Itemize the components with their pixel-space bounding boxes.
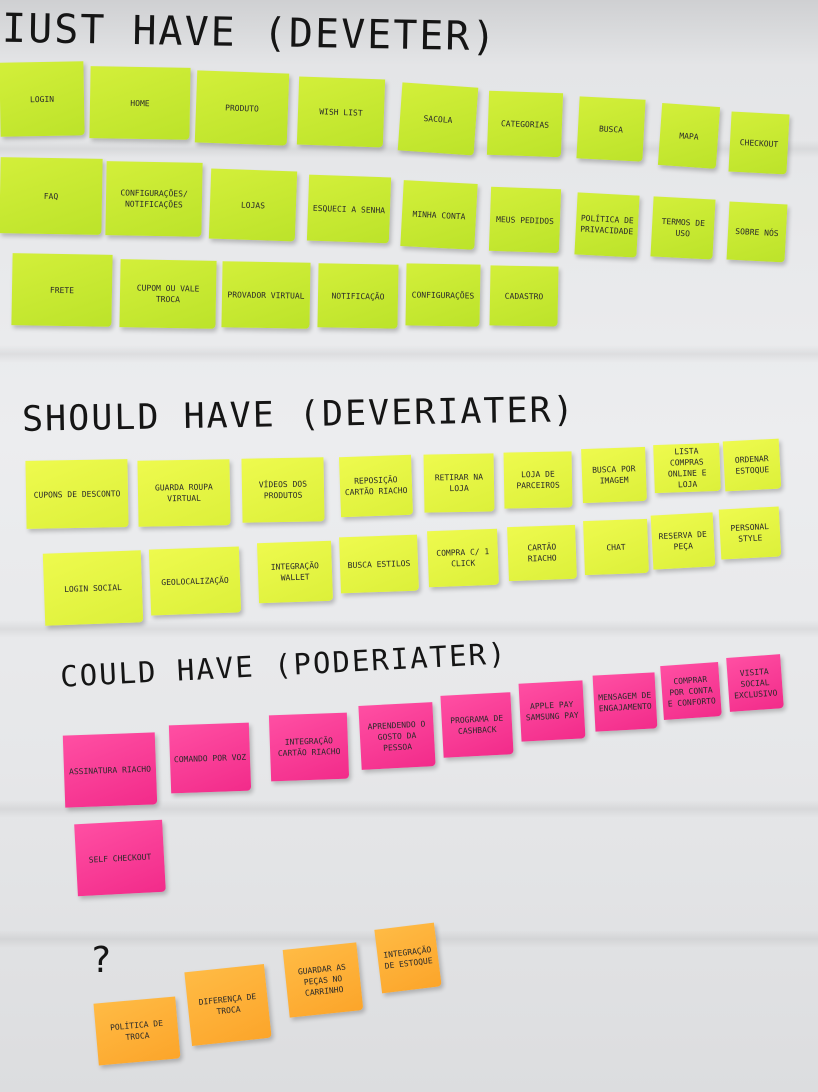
sticky-note: VISITA SOCIAL EXCLUSIVO [726, 654, 784, 712]
sticky-note: GUARDA ROUPA VIRTUAL [137, 459, 231, 527]
sticky-note: INTEGRAÇÃO CARTÃO RIACHO [268, 712, 350, 782]
sticky-note: SACOLA [397, 82, 479, 156]
sticky-note: GEOLOCALIZAÇÃO [148, 546, 242, 616]
heading-should-have: SHOULD HAVE (DEVERIATER) [21, 390, 577, 440]
sticky-note: BUSCA POR IMAGEM [581, 446, 647, 504]
sticky-note: MEUS PEDIDOS [488, 186, 562, 254]
sticky-note: GUARDAR AS PEÇAS NO CARRINHO [282, 942, 364, 1018]
heading-undecided: ? [90, 940, 114, 981]
sticky-note: LOGIN [0, 61, 85, 137]
sticky-note: ASSINATURA RIACHO [62, 732, 158, 808]
sticky-note: BUSCA ESTILOS [339, 534, 419, 594]
paper-fold [0, 345, 818, 363]
sticky-note: CHECKOUT [728, 111, 790, 175]
heading-could-have: COULD HAVE (PODERIATER) [59, 636, 509, 694]
heading-must-have: IUST HAVE (DEVETER) [1, 5, 498, 61]
sticky-note: TERMOS DE USO [650, 196, 716, 260]
sticky-note: LISTA COMPRAS ONLINE E LOJA [653, 442, 721, 494]
sticky-note: INTEGRAÇÃO WALLET [256, 540, 334, 604]
sticky-note: MENSAGEM DE ENGAJAMENTO [592, 672, 658, 732]
sticky-note: PRODUTO [194, 70, 290, 146]
sticky-note: DIFERENÇA DE TROCA [184, 964, 272, 1046]
sticky-note: CADASTRO [489, 265, 559, 327]
sticky-note: FAQ [0, 157, 103, 235]
sticky-note: SELF CHECKOUT [74, 819, 166, 897]
sticky-note: CARTÃO RIACHO [507, 524, 577, 582]
sticky-note: INTEGRAÇÃO DE ESTOQUE [374, 922, 442, 994]
paper-fold [0, 800, 818, 818]
sticky-note: ESQUECI A SENHA [306, 174, 392, 244]
sticky-note: PROVADOR VIRTUAL [221, 261, 311, 329]
sticky-note: COMPRA C/ 1 CLICK [427, 528, 499, 588]
sticky-note: LOGIN SOCIAL [42, 550, 144, 626]
sticky-note: SOBRE NÓS [726, 201, 788, 263]
sticky-note: LOJA DE PARCEIROS [503, 451, 573, 509]
sticky-note: PROGRAMA DE CASHBACK [440, 692, 514, 758]
sticky-note: RETIRAR NA LOJA [423, 453, 495, 513]
sticky-note: POLÍTICA DE TROCA [93, 996, 181, 1066]
sticky-note: CUPOM OU VALE TROCA [119, 259, 217, 329]
sticky-note: NOTIFICAÇÃO [317, 263, 399, 329]
sticky-note: LOJAS [208, 168, 298, 242]
sticky-note: APRENDENDO O GOSTO DA PESSOA [358, 702, 436, 770]
sticky-note: WISH LIST [296, 76, 386, 148]
sticky-note: APPLE PAY SAMSUNG PAY [518, 680, 586, 742]
paper-fold [0, 620, 818, 638]
sticky-note: COMANDO POR VOZ [168, 722, 252, 794]
sticky-note: CATEGORIAS [486, 90, 564, 158]
sticky-note: BUSCA [576, 96, 646, 162]
sticky-note: HOME [89, 66, 191, 140]
sticky-note: CHAT [583, 518, 649, 576]
sticky-note: COMPRAR POR CONTA E CONFORTO [660, 662, 722, 720]
sticky-note: POLÍTICA DE PRIVACIDADE [574, 192, 640, 258]
sticky-note: RESERVA DE PEÇA [650, 512, 716, 570]
sticky-note: MINHA CONTA [400, 180, 478, 250]
sticky-note: CONFIGURAÇÕES/ NOTIFICAÇÕES [105, 161, 203, 237]
sticky-note: VÍDEOS DOS PRODUTOS [241, 457, 325, 523]
sticky-note: ORDENAR ESTOQUE [722, 438, 782, 492]
sticky-note: CUPONS DE DESCONTO [25, 459, 129, 529]
sticky-note: CONFIGURAÇÕES [405, 263, 481, 327]
sticky-note: REPOSIÇÃO CARTÃO RIACHO [338, 454, 414, 518]
sticky-note: MAPA [657, 103, 721, 169]
sticky-note: FRETE [11, 253, 113, 327]
sticky-note: PERSONAL STYLE [718, 506, 782, 560]
